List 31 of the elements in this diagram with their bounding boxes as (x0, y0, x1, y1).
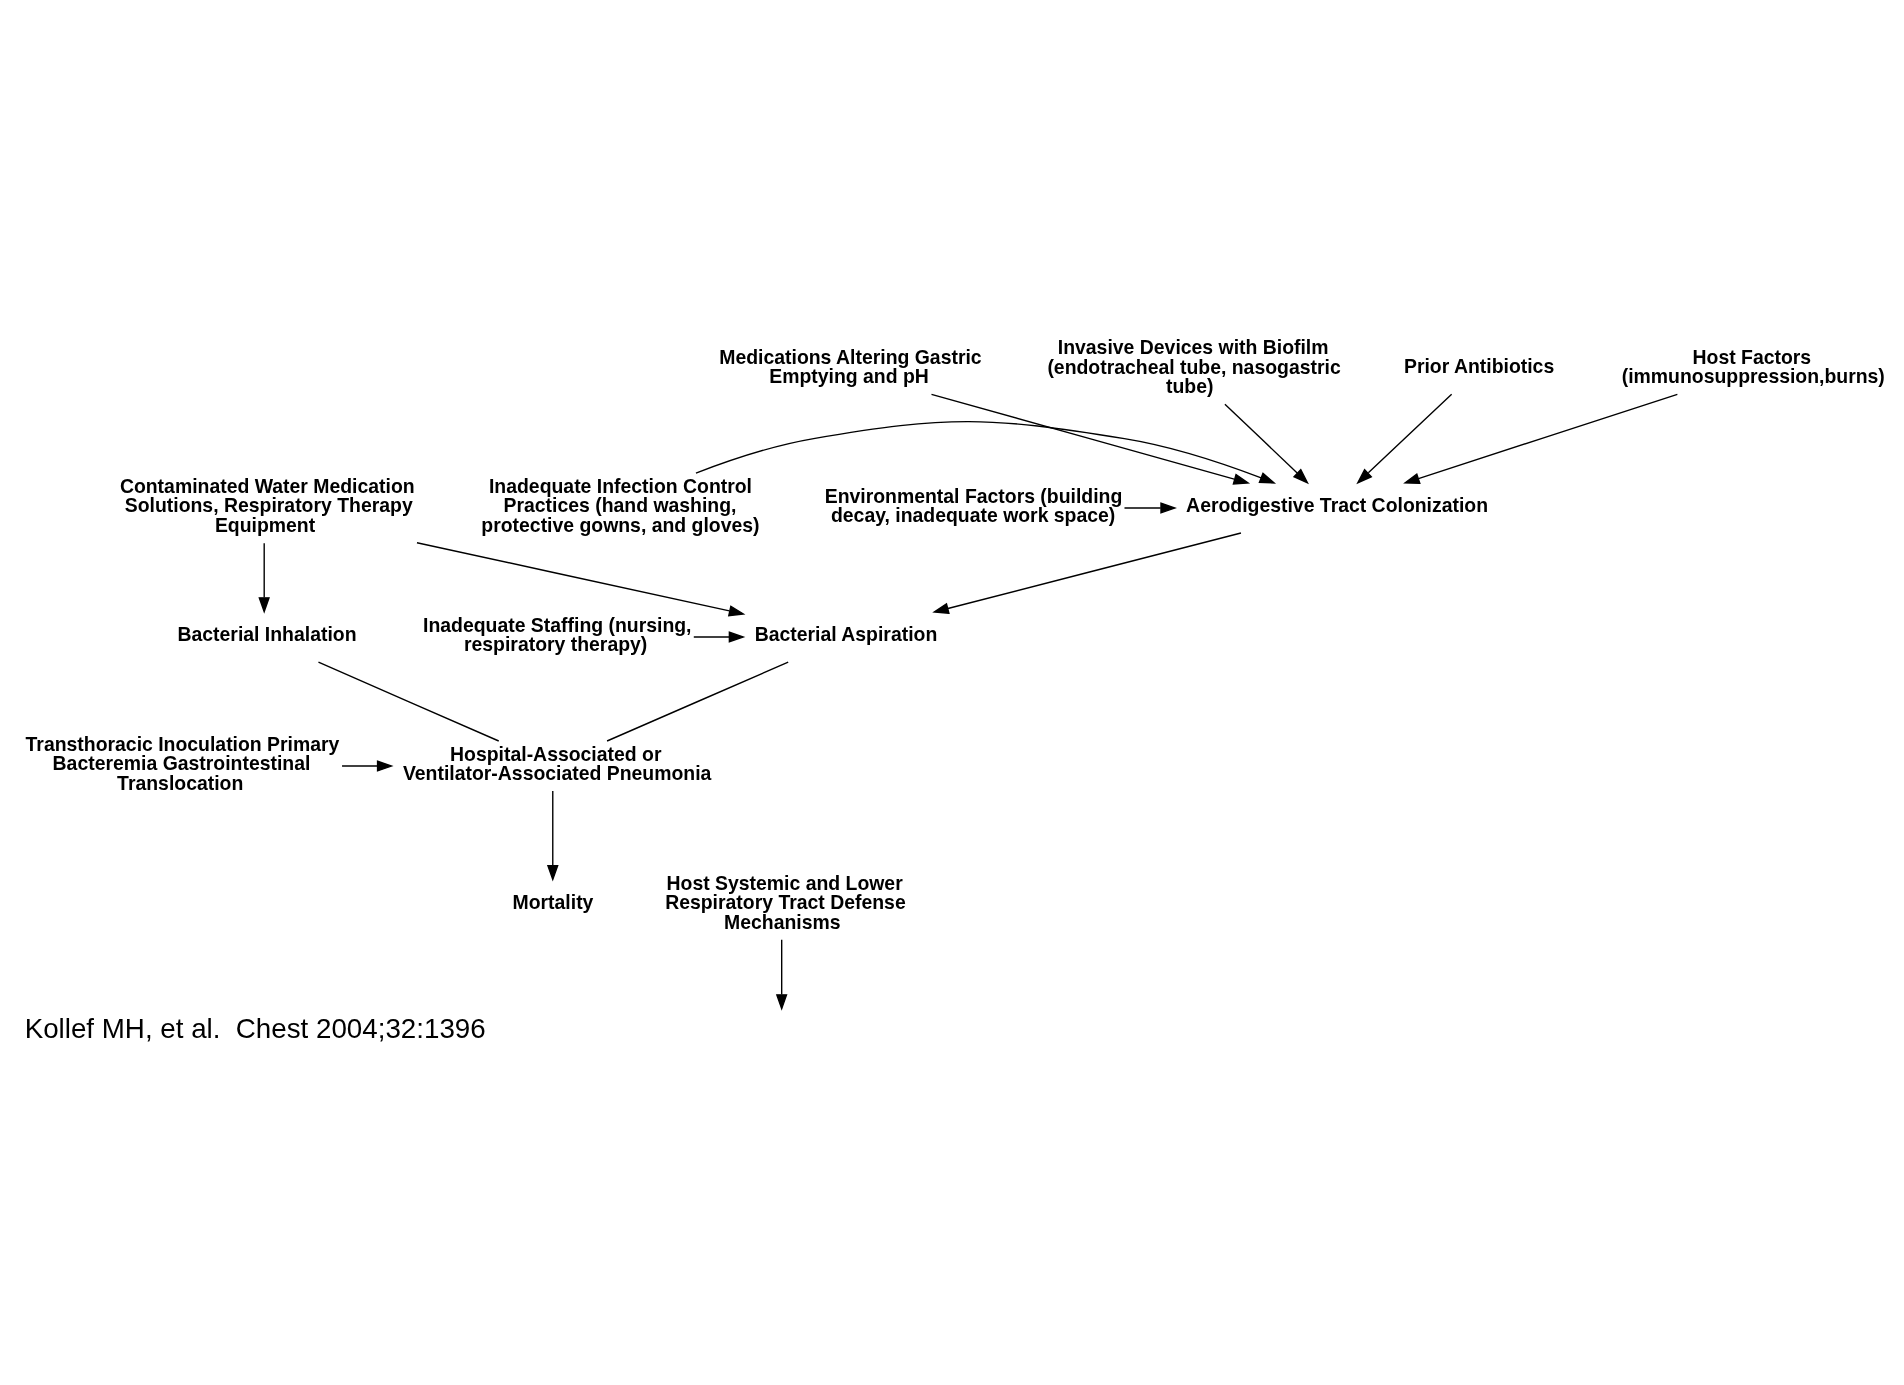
connector (606, 660, 789, 742)
arrow (775, 938, 788, 1011)
arrow (1224, 403, 1309, 484)
arrow (341, 759, 394, 772)
arrow (693, 630, 746, 643)
connector (317, 660, 500, 742)
node-text: Contaminated Water Medication Solutions, Respiratory Therapy Equipment (119, 474, 415, 536)
arrow (1403, 393, 1679, 484)
node-text: Hospital-Associated or Ventilator-Associated Pneumonia (402, 742, 712, 784)
node-text: Medications Altering Gastric Emptying and pH (719, 345, 982, 387)
node-text: Prior Antibiotics (1403, 354, 1555, 377)
arrow (546, 789, 559, 882)
node-text: Bacterial Aspiration (754, 622, 938, 645)
arrow (930, 393, 1251, 485)
arrow (695, 420, 1277, 484)
caption: Kollef MH, et al. Chest 2004;32:1396 (24, 1012, 486, 1044)
node-text: Mortality (512, 890, 594, 913)
arrow (932, 531, 1242, 614)
node-text: Invasive Devices with Biofilm (endotracheal tube, nasogastric tube) (1047, 335, 1341, 397)
node-text: Environmental Factors (building decay, inadequate work space) (824, 484, 1123, 526)
node-text: Transthoracic Inoculation Primary Bacteremia Gastrointestinal Translocation (25, 732, 340, 794)
arrow (416, 541, 746, 617)
node-text: Host Systemic and Lower Respiratory Tract Defense Mechanisms (665, 871, 906, 933)
arrow (258, 542, 271, 614)
node-text: Bacterial Inhalation (177, 622, 357, 645)
node-text: Inadequate Infection Control Practices (hand washing, protective gowns, and gloves) (481, 474, 760, 536)
arrow (1123, 501, 1177, 514)
node-text: Inadequate Staffing (nursing, respiratory therapy) (423, 613, 692, 655)
arrow (1356, 393, 1453, 484)
node-text: Aerodigestive Tract Colonization (1186, 493, 1489, 516)
node-text: Host Factors (immunosuppression,burns) (1621, 345, 1885, 387)
